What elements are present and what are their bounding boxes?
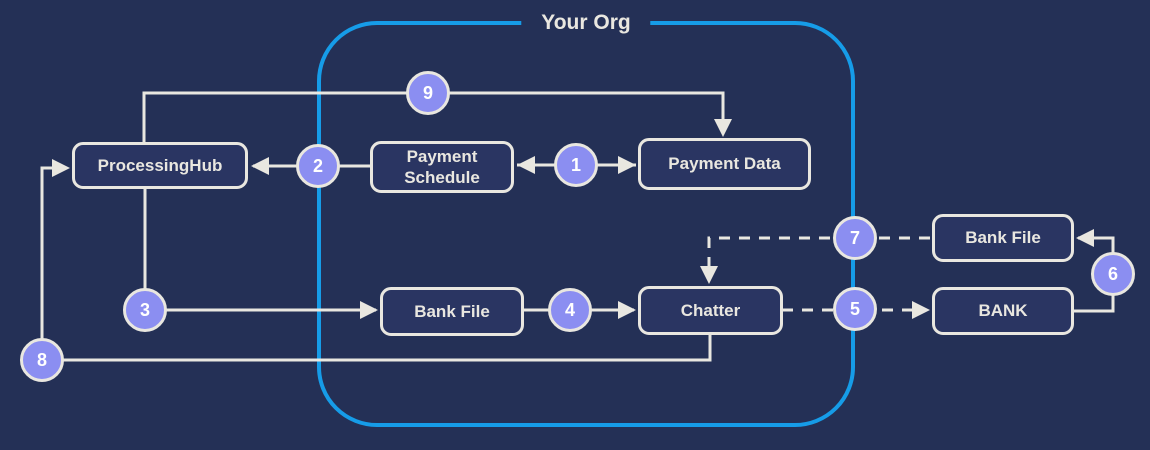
node-bank-file-external: Bank File xyxy=(932,214,1074,262)
arrowhead-step8-right xyxy=(52,159,70,177)
node-processing-hub: ProcessingHub xyxy=(72,142,248,189)
node-payment-schedule: Payment Schedule xyxy=(370,141,514,193)
step-circle-4: 4 xyxy=(548,288,592,332)
step-circle-9: 9 xyxy=(406,71,450,115)
step-circle-3: 3 xyxy=(123,288,167,332)
arrowhead-step2-left xyxy=(251,157,269,175)
org-boundary-box xyxy=(317,21,855,427)
arrowhead-step3-right xyxy=(360,301,378,319)
step-circle-1: 1 xyxy=(554,143,598,187)
arrowhead-step6-left xyxy=(1076,229,1094,247)
arrowhead-step9-down xyxy=(714,119,732,137)
arrowhead-step7-down xyxy=(700,266,718,284)
edge-step7 xyxy=(707,236,930,266)
node-payment-data: Payment Data xyxy=(638,138,811,190)
arrowhead-step1-right xyxy=(618,156,636,174)
step-circle-2: 2 xyxy=(296,144,340,188)
arrowhead-step4-right xyxy=(618,301,636,319)
step-circle-8: 8 xyxy=(20,338,64,382)
node-bank: BANK xyxy=(932,287,1074,335)
step-circle-5: 5 xyxy=(833,287,877,331)
node-chatter: Chatter xyxy=(638,286,783,335)
node-bank-file-internal: Bank File xyxy=(380,287,524,336)
org-boundary-label: Your Org xyxy=(521,9,651,37)
step-circle-7: 7 xyxy=(833,216,877,260)
arrowhead-step1-left xyxy=(517,156,535,174)
step-circle-6: 6 xyxy=(1091,252,1135,296)
edge-step3 xyxy=(143,189,376,312)
arrowhead-step5-right xyxy=(912,301,930,319)
